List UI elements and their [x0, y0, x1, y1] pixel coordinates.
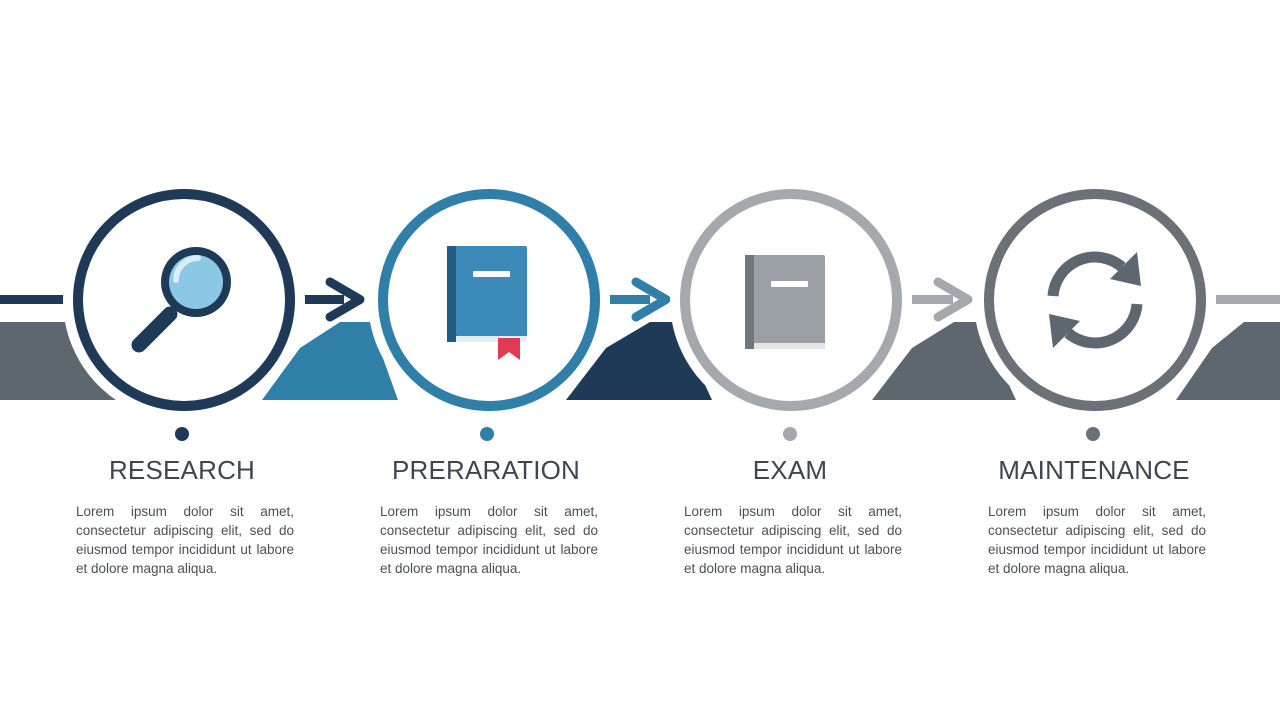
refresh-cycle-icon — [1047, 251, 1143, 349]
step-title: RESEARCH — [108, 455, 256, 485]
step-description: Lorem ipsum dolor sit amet, consectetur … — [76, 504, 294, 576]
step-preparation: PRERARATION Lorem ipsum dolor sit amet, … — [366, 452, 606, 578]
band-segment-3 — [566, 322, 712, 400]
step-circle-4 — [984, 189, 1206, 411]
connector-line-3 — [903, 295, 953, 304]
step-description: Lorem ipsum dolor sit amet, consectetur … — [380, 504, 598, 576]
step-dot-3 — [783, 427, 797, 441]
step-title: PRERARATION — [391, 455, 581, 485]
connector-line-left — [0, 295, 76, 304]
arrow-head-3 — [933, 277, 973, 322]
arrow-head-2 — [631, 277, 671, 322]
connector-line-right — [1205, 295, 1280, 304]
step-dot-2 — [480, 427, 494, 441]
connector-line-1 — [294, 295, 344, 304]
step-maintenance: MAINTENANCE Lorem ipsum dolor sit amet, … — [974, 452, 1214, 578]
book-icon — [745, 255, 825, 349]
step-dot-4 — [1086, 427, 1100, 441]
step-title: EXAM — [752, 455, 828, 485]
connector-line-2 — [600, 295, 650, 304]
step-research: RESEARCH Lorem ipsum dolor sit amet, con… — [62, 452, 302, 578]
step-dot-1 — [175, 427, 189, 441]
magnifying-glass-icon — [131, 247, 231, 353]
step-title: MAINTENANCE — [998, 455, 1190, 485]
book-bookmark-icon — [447, 246, 527, 360]
step-description: Lorem ipsum dolor sit amet, consectetur … — [684, 504, 902, 576]
step-exam: EXAM Lorem ipsum dolor sit amet, consect… — [670, 452, 910, 578]
arrow-head-1 — [325, 277, 365, 322]
step-description: Lorem ipsum dolor sit amet, consectetur … — [988, 504, 1206, 576]
band-segment-4 — [872, 322, 1016, 400]
band-segment-2 — [262, 322, 398, 400]
band-segment-5 — [1176, 322, 1280, 400]
